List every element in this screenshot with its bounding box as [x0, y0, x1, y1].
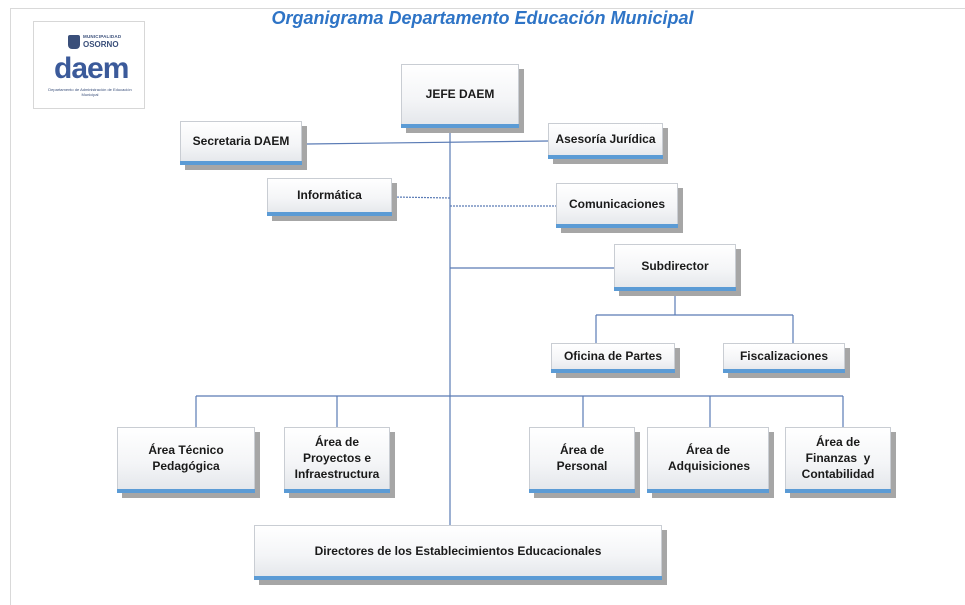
daem-logo: MUNICIPALIDAD OSORNO daem Departamento d… [33, 21, 145, 109]
logo-municipality-label: MUNICIPALIDAD [83, 34, 122, 39]
logo-brand: daem [54, 52, 129, 85]
frame-top-border [10, 8, 965, 9]
node-asesoria-juridica: Asesoría Jurídica [548, 123, 663, 159]
node-fiscalizaciones: Fiscalizaciones [723, 343, 845, 373]
frame-left-border [10, 8, 11, 605]
logo-subtitle: Departamento de Administración de Educac… [48, 87, 132, 97]
node-area-proyectos-infraestructura: Área de Proyectos e Infraestructura [284, 427, 390, 493]
node-comunicaciones: Comunicaciones [556, 183, 678, 228]
informatica-connector [393, 196, 451, 199]
node-directores-establecimientos: Directores de los Establecimientos Educa… [254, 525, 662, 580]
node-oficina-de-partes: Oficina de Partes [551, 343, 675, 373]
staff-connector-top [306, 140, 549, 145]
municipal-seal-icon [68, 35, 80, 49]
logo-municipality-name: OSORNO [83, 40, 119, 49]
node-secretaria-daem: Secretaria DAEM [180, 121, 302, 165]
node-area-adquisiciones: Área de Adquisiciones [647, 427, 769, 493]
node-area-finanzas-contabilidad: Área de Finanzas y Contabilidad [785, 427, 891, 493]
node-area-personal: Área de Personal [529, 427, 635, 493]
node-jefe-daem: JEFE DAEM [401, 64, 519, 128]
node-area-tecnico-pedagogica: Área Técnico Pedagógica [117, 427, 255, 493]
node-informatica: Informática [267, 178, 392, 216]
page-title: Organigrama Departamento Educación Munic… [271, 8, 694, 28]
node-subdirector: Subdirector [614, 244, 736, 291]
